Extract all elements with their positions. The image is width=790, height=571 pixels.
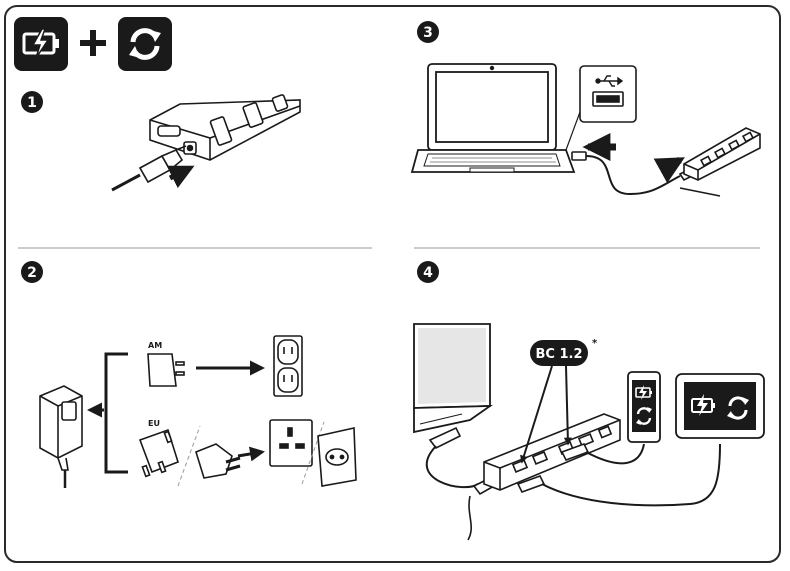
usb-port-3 <box>271 94 289 112</box>
cable-into-hub-arrow <box>653 156 685 184</box>
usb-callout <box>565 65 637 151</box>
phone-sync-icon <box>636 407 652 425</box>
outer-frame <box>4 5 781 563</box>
step1-hub <box>149 94 301 161</box>
phone-cable <box>560 443 645 465</box>
separator-2 <box>301 421 325 485</box>
usb-port-2 <box>242 102 264 128</box>
adapter-socket <box>61 401 77 421</box>
eu-arrow <box>237 446 265 462</box>
step-number-2: 2 <box>27 265 37 281</box>
bc-badge-label: BC 1.2 <box>535 347 582 362</box>
charging-battery-icon <box>14 17 68 71</box>
laptop-partial <box>413 323 493 434</box>
step-badge-4: 4 <box>417 261 439 283</box>
am-plug-clip <box>147 353 185 387</box>
usb-port-1 <box>209 116 233 146</box>
power-adapter <box>39 385 83 488</box>
step-number-4: 4 <box>423 265 433 281</box>
usb-symbol-icon <box>595 75 624 87</box>
separator-1 <box>177 425 201 487</box>
eu-plug-clip <box>195 443 241 479</box>
smartphone <box>627 371 661 443</box>
step-number-1: 1 <box>27 95 37 111</box>
eu-wall-socket <box>317 427 357 487</box>
hub-step4 <box>483 413 621 491</box>
tablet-charging-icon <box>691 394 715 416</box>
uk-wall-socket <box>269 419 313 467</box>
bc-badge-footnote: * <box>592 338 598 349</box>
step-badge-1: 1 <box>21 91 43 113</box>
hdmi-port <box>157 125 181 137</box>
plug-in-arrow <box>166 165 195 189</box>
tablet <box>675 373 765 439</box>
hub-step3 <box>683 127 761 181</box>
bc-badge: BC 1.2 * <box>530 338 598 366</box>
step-badge-3: 3 <box>417 21 439 43</box>
bc-pointer-1 <box>520 365 553 464</box>
plus-icon <box>80 30 106 56</box>
bracket <box>104 352 128 474</box>
step-badge-2: 2 <box>21 261 43 283</box>
eu-label: EU <box>148 419 160 428</box>
laptop <box>410 63 576 173</box>
dc-plug <box>111 145 187 192</box>
tablet-cable <box>516 443 721 507</box>
phone-charging-icon <box>635 385 652 400</box>
am-label: AM <box>148 341 162 350</box>
am-wall-outlet <box>273 335 303 397</box>
step-number-3: 3 <box>423 25 433 41</box>
bc-pointer-2 <box>563 365 572 446</box>
uk-plug-clip <box>138 428 179 478</box>
tablet-sync-icon <box>727 396 749 420</box>
sync-icon <box>118 17 172 71</box>
